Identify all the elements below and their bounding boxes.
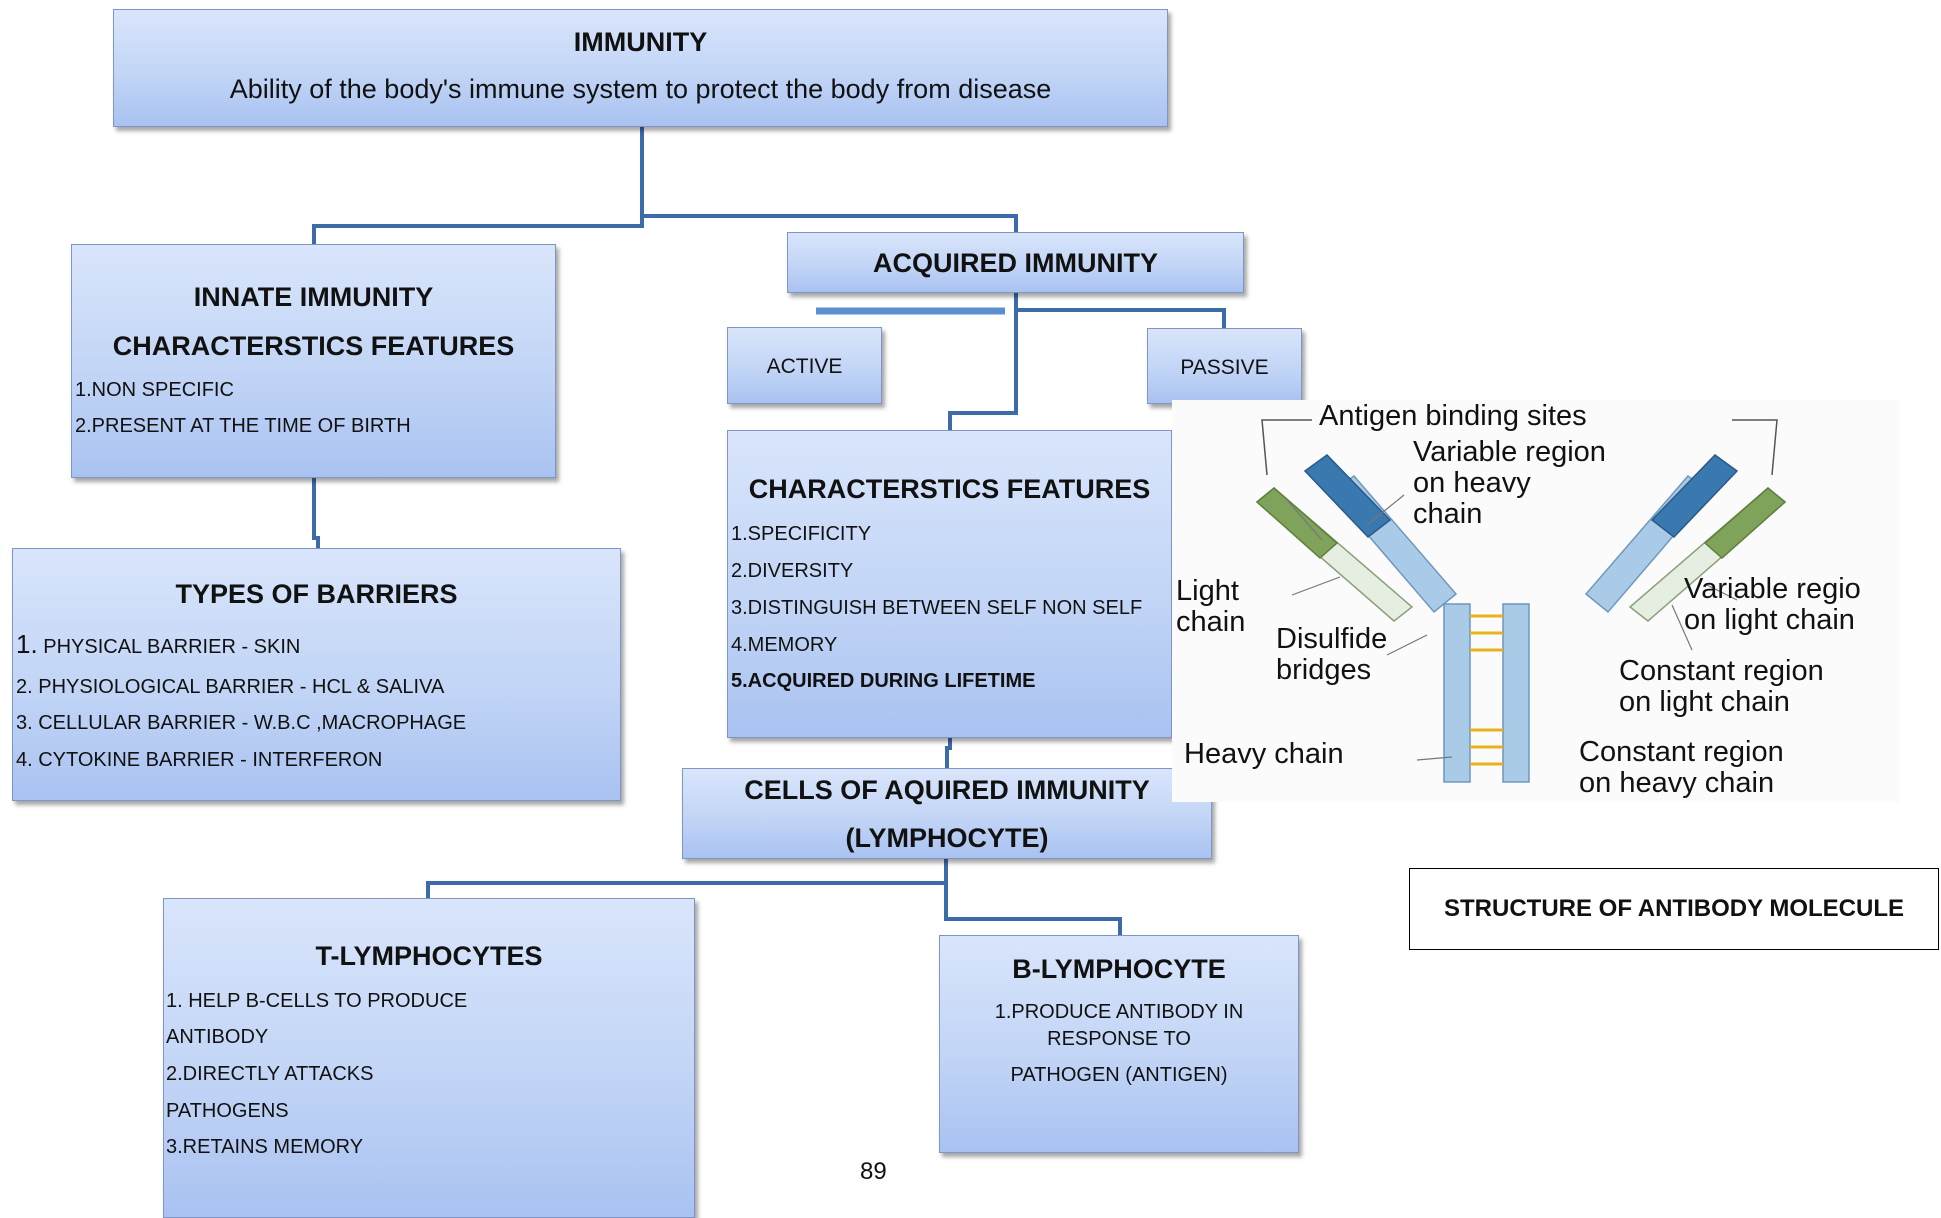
- constant-light-label: Constant region on light chain: [1619, 656, 1824, 718]
- variable-heavy-right: [1650, 454, 1739, 539]
- antigen-site-brackets: [1261, 419, 1778, 476]
- barriers-box: TYPES OF BARRIERS 1. PHYSICAL BARRIER - …: [12, 548, 621, 801]
- innate-features-title: CHARACTERSTICS FEATURES: [112, 331, 515, 361]
- barrier-item: 1. PHYSICAL BARRIER - SKIN: [16, 629, 300, 660]
- heavy-chain-label: Heavy chain: [1184, 738, 1344, 770]
- b-cell-item: 1.PRODUCE ANTIBODY IN: [994, 1001, 1244, 1023]
- t-lymphocytes-box: T-LYMPHOCYTES 1. HELP B-CELLS TO PRODUCE…: [163, 898, 695, 1218]
- heavy-chain-stem-right: [1502, 603, 1530, 783]
- innate-feature-item: 1.NON SPECIFIC: [75, 379, 234, 401]
- b-cell-item: PATHOGEN (ANTIGEN): [1010, 1064, 1228, 1086]
- variable-light-label: Variable regio on light chain: [1684, 574, 1861, 636]
- connector-acquired-passive: [1014, 293, 1226, 328]
- variable-heavy-line: chain: [1413, 498, 1483, 530]
- connector-acquired-features: [948, 293, 1018, 430]
- t-lymphocytes-title: T-LYMPHOCYTES: [315, 941, 543, 971]
- immunity-definition: Ability of the body's immune system to p…: [229, 74, 1052, 104]
- variable-heavy-left: [1303, 454, 1392, 539]
- barrier-number: 1.: [16, 629, 38, 659]
- disulfide-line: Disulfide: [1276, 623, 1388, 655]
- variable-light-line: on light chain: [1684, 604, 1855, 636]
- cells-subtitle: (LYMPHOCYTE): [845, 823, 1049, 853]
- acquired-immunity-box: ACQUIRED IMMUNITY: [787, 232, 1244, 293]
- innate-title: INNATE IMMUNITY: [193, 282, 434, 312]
- disulfide-label: Disulfide bridges: [1276, 624, 1387, 686]
- acquired-feature-item: 1.SPECIFICITY: [731, 523, 872, 545]
- connector-immunity-innate: [312, 127, 644, 244]
- light-chain-line: Light: [1176, 575, 1239, 607]
- constant-light-line: on light chain: [1619, 686, 1790, 718]
- passive-box: PASSIVE: [1147, 328, 1302, 404]
- t-cell-item: 3.RETAINS MEMORY: [166, 1136, 364, 1158]
- connector-immunity-acquired: [642, 214, 1018, 232]
- connector-features-cells: [945, 738, 952, 768]
- active-label: ACTIVE: [766, 355, 843, 378]
- b-lymphocyte-title: B-LYMPHOCYTE: [1012, 954, 1226, 984]
- acquired-features-title: CHARACTERSTICS FEATURES: [748, 474, 1151, 504]
- disulfide-bridges: [1470, 614, 1503, 766]
- variable-heavy-label: Variable region on heavy chain: [1413, 437, 1606, 530]
- constant-heavy-label: Constant region on heavy chain: [1579, 737, 1784, 799]
- constant-heavy-line: Constant region: [1579, 736, 1784, 768]
- antibody-right-arm: [1584, 454, 1787, 622]
- connector-cells-b: [944, 883, 1122, 935]
- variable-light-right: [1703, 487, 1787, 560]
- t-cell-item: ANTIBODY: [166, 1026, 269, 1048]
- constant-heavy-line: on heavy chain: [1579, 767, 1775, 799]
- t-cell-item: PATHOGENS: [166, 1100, 289, 1122]
- b-lymphocyte-box: B-LYMPHOCYTE 1.PRODUCE ANTIBODY IN RESPO…: [939, 935, 1299, 1153]
- acquired-feature-item: 2.DIVERSITY: [731, 560, 854, 582]
- acquired-feature-item: 5.ACQUIRED DURING LIFETIME: [731, 670, 1036, 692]
- acquired-features-box: CHARACTERSTICS FEATURES 1.SPECIFICITY 2.…: [727, 430, 1172, 738]
- barrier-item: 2. PHYSIOLOGICAL BARRIER - HCL & SALIVA: [16, 676, 445, 698]
- t-cell-item: 1. HELP B-CELLS TO PRODUCE: [166, 990, 468, 1012]
- active-box: ACTIVE: [727, 327, 882, 404]
- page-number: 89: [860, 1158, 887, 1185]
- t-cell-item: 2.DIRECTLY ATTACKS: [166, 1063, 374, 1085]
- passive-label: PASSIVE: [1180, 356, 1269, 379]
- immunity-title: IMMUNITY: [573, 27, 708, 57]
- connector-cells-t: [426, 858, 948, 898]
- constant-light-line: Constant region: [1619, 655, 1824, 687]
- innate-feature-item: 2.PRESENT AT THE TIME OF BIRTH: [75, 415, 411, 437]
- variable-heavy-line: on heavy: [1413, 467, 1531, 499]
- variable-light-line: Variable regio: [1684, 573, 1861, 605]
- antigen-binding-sites-label: Antigen binding sites: [1319, 400, 1587, 432]
- cells-box: CELLS OF AQUIRED IMMUNITY (LYMPHOCYTE): [682, 768, 1212, 859]
- antibody-left-arm: [1255, 454, 1458, 622]
- acquired-feature-item: 3.DISTINGUISH BETWEEN SELF NON SELF: [731, 597, 1143, 619]
- innate-immunity-box: INNATE IMMUNITY CHARACTERSTICS FEATURES …: [71, 244, 556, 478]
- b-cell-item: RESPONSE TO: [1047, 1028, 1191, 1050]
- heavy-chain-stem-left: [1443, 603, 1471, 783]
- barriers-title: TYPES OF BARRIERS: [175, 579, 458, 609]
- immunity-box: IMMUNITY Ability of the body's immune sy…: [113, 9, 1168, 127]
- antibody-caption: STRUCTURE OF ANTIBODY MOLECULE: [1409, 868, 1939, 950]
- acquired-title: ACQUIRED IMMUNITY: [873, 248, 1158, 278]
- variable-heavy-line: Variable region: [1413, 436, 1606, 468]
- barrier-item: 4. CYTOKINE BARRIER - INTERFERON: [16, 749, 383, 771]
- light-chain-label: Light chain: [1176, 576, 1245, 638]
- barrier-item: 3. CELLULAR BARRIER - W.B.C ,MACROPHAGE: [16, 712, 467, 734]
- antibody-illustration: Antigen binding sites Variable region on…: [1172, 400, 1900, 802]
- barrier-text: PHYSICAL BARRIER - SKIN: [43, 636, 301, 658]
- acquired-feature-item: 4.MEMORY: [731, 634, 838, 656]
- label-leader-lines: [1286, 494, 1738, 761]
- disulfide-line: bridges: [1276, 654, 1372, 686]
- connector-innate-barriers: [312, 478, 320, 548]
- cells-title: CELLS OF AQUIRED IMMUNITY: [744, 775, 1150, 805]
- variable-light-left: [1255, 487, 1339, 560]
- light-chain-line: chain: [1176, 606, 1246, 638]
